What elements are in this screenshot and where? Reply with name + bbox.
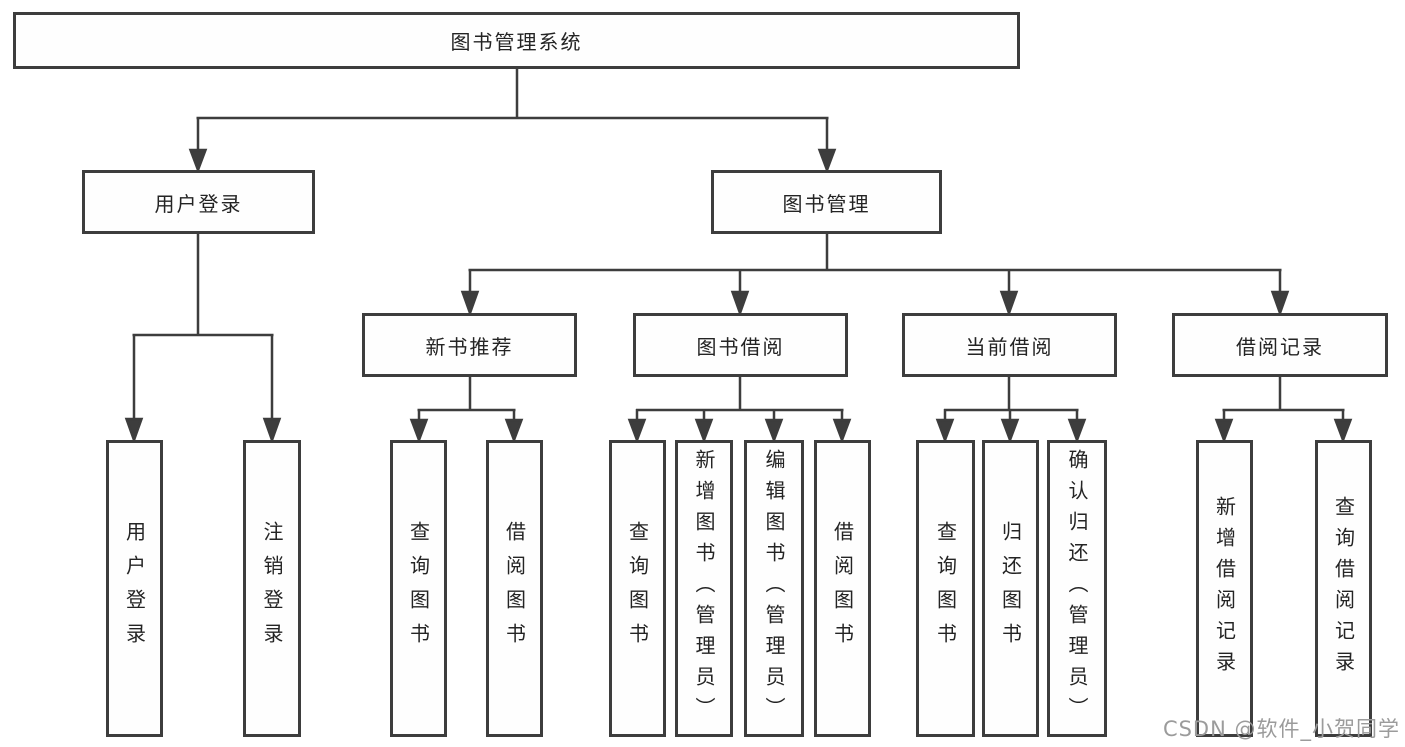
leaf-confirm-return-admin: 确认归还（管理员）	[1047, 440, 1107, 737]
leaf-logout: 注销登录	[243, 440, 301, 737]
leaf-query-books-current: 查询图书	[916, 440, 975, 737]
node-label: 新增借阅记录	[1212, 495, 1237, 682]
node-label: 借阅图书	[502, 520, 527, 657]
node-book-management: 图书管理	[711, 170, 942, 234]
node-label: 图书借阅	[696, 334, 785, 359]
node-new-book-recommendation: 新书推荐	[362, 313, 577, 377]
node-label: 查询图书	[625, 520, 650, 657]
node-label: 图书管理系统	[450, 30, 583, 54]
node-label: 查询借阅记录	[1331, 495, 1356, 682]
node-label: 查询图书	[406, 520, 431, 657]
leaf-query-borrow-record: 查询借阅记录	[1315, 440, 1372, 737]
node-label: 编辑图书（管理员）	[762, 449, 786, 728]
node-label: 归还图书	[998, 520, 1023, 657]
node-label: 当前借阅	[965, 334, 1054, 359]
node-label: 图书管理	[782, 191, 871, 216]
node-label: 注销登录	[260, 520, 284, 657]
node-library-management-system: 图书管理系统	[13, 12, 1020, 69]
leaf-query-books-recommend: 查询图书	[390, 440, 447, 737]
node-borrowing-records: 借阅记录	[1172, 313, 1388, 377]
node-current-borrowing: 当前借阅	[902, 313, 1117, 377]
node-label: 新增图书（管理员）	[692, 449, 716, 728]
leaf-add-books-admin: 新增图书（管理员）	[675, 440, 733, 737]
leaf-edit-books-admin: 编辑图书（管理员）	[744, 440, 804, 737]
leaf-query-books-borrow: 查询图书	[609, 440, 666, 737]
node-label: 新书推荐	[425, 334, 514, 359]
node-label: 查询图书	[933, 520, 958, 657]
node-user-login: 用户登录	[82, 170, 315, 234]
node-label: 用户登录	[122, 520, 147, 657]
leaf-add-borrow-record: 新增借阅记录	[1196, 440, 1253, 737]
csdn-watermark: CSDN @软件_小贺同学	[1162, 717, 1400, 741]
node-label: 确认归还（管理员）	[1065, 449, 1089, 728]
node-book-borrowing: 图书借阅	[633, 313, 848, 377]
leaf-borrow-books: 借阅图书	[814, 440, 871, 737]
node-label: 借阅记录	[1236, 334, 1324, 359]
leaf-borrow-books-recommend: 借阅图书	[486, 440, 543, 737]
leaf-return-books: 归还图书	[982, 440, 1039, 737]
node-label: 借阅图书	[830, 520, 855, 657]
node-label: 用户登录	[154, 191, 243, 216]
leaf-user-login: 用户登录	[106, 440, 163, 737]
